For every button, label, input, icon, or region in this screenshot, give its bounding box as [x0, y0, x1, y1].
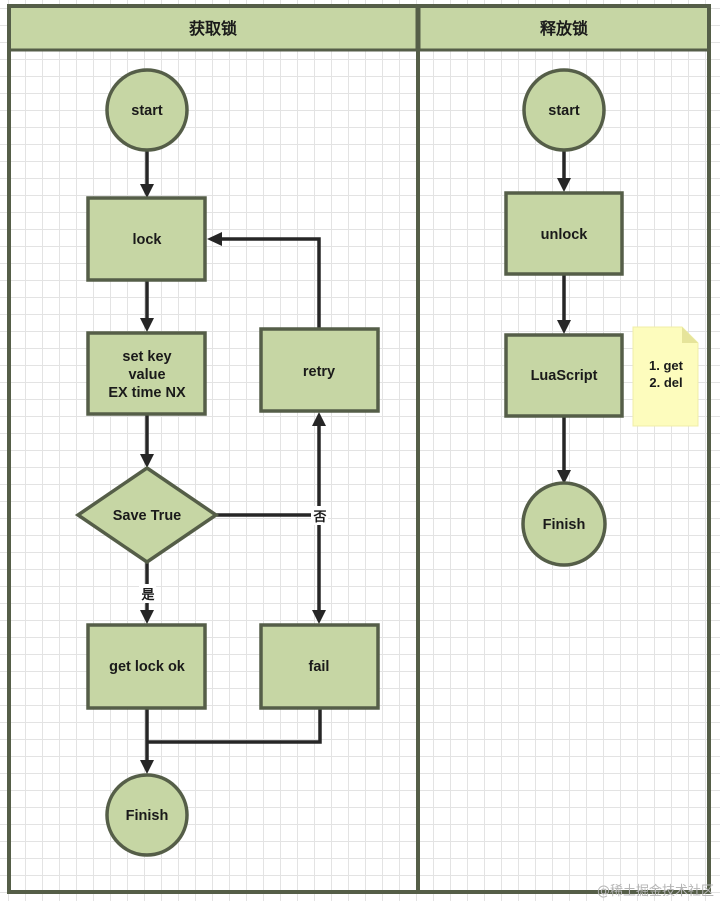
luascript-node	[504, 333, 624, 418]
acquire-finish-label: Finish	[126, 808, 169, 824]
release-start-node	[522, 68, 606, 152]
setkey-node	[86, 331, 207, 416]
no-label-bg	[311, 506, 328, 525]
acquire-start-node	[105, 68, 189, 152]
no-label: 否	[312, 510, 326, 525]
retry-label: retry	[303, 364, 335, 380]
note-paper	[632, 326, 699, 427]
note-fold	[682, 327, 698, 343]
getlock-label: get lock ok	[109, 659, 186, 675]
yes-label: 是	[140, 588, 155, 603]
release-lane-title: 释放锁	[540, 19, 588, 38]
note: 1. get 2. del	[632, 326, 699, 427]
release-edges	[557, 150, 571, 484]
arrowhead	[557, 178, 571, 192]
unlock-node	[504, 191, 624, 276]
release-finish-label: Finish	[543, 517, 586, 533]
arrowhead	[140, 760, 154, 774]
fail-node	[259, 623, 380, 710]
release-finish-node	[521, 481, 607, 567]
setkey-line-3: EX time NX	[108, 385, 186, 401]
arrowhead	[140, 454, 154, 468]
arrowhead	[312, 610, 326, 624]
arrowhead	[140, 318, 154, 332]
decision-label: Save True	[113, 508, 182, 524]
arrowhead	[557, 320, 571, 334]
acquire-finish-node	[105, 773, 189, 857]
fail-label: fail	[309, 659, 330, 675]
release-lane-header	[417, 4, 711, 52]
arrowhead	[312, 412, 326, 426]
lock-label: lock	[132, 232, 162, 248]
edge-decision-to-fail	[216, 513, 321, 612]
arrowhead	[140, 610, 154, 624]
diagram-frame	[7, 4, 711, 894]
watermark: @稀土掘金技术社区	[596, 884, 714, 899]
note-line-1: 1. get	[649, 358, 684, 373]
decision-node	[74, 465, 220, 565]
edge-retry-to-lock	[220, 237, 321, 328]
luascript-label: LuaScript	[531, 368, 598, 384]
note-line-2: 2. del	[649, 375, 682, 390]
lock-node	[86, 196, 207, 282]
arrowhead	[207, 232, 222, 246]
edge-fail-to-finish	[147, 708, 322, 744]
acquire-start-label: start	[131, 103, 163, 119]
yes-label-bg	[139, 584, 156, 603]
retry-node	[259, 327, 380, 413]
arrowhead	[557, 470, 571, 484]
setkey-line-1: set key	[122, 349, 171, 365]
unlock-label: unlock	[541, 227, 589, 243]
release-start-label: start	[548, 103, 580, 119]
getlock-node	[86, 623, 207, 710]
acquire-lane-title: 获取锁	[189, 19, 237, 38]
setkey-line-2: value	[128, 367, 165, 383]
arrowhead	[140, 184, 154, 198]
